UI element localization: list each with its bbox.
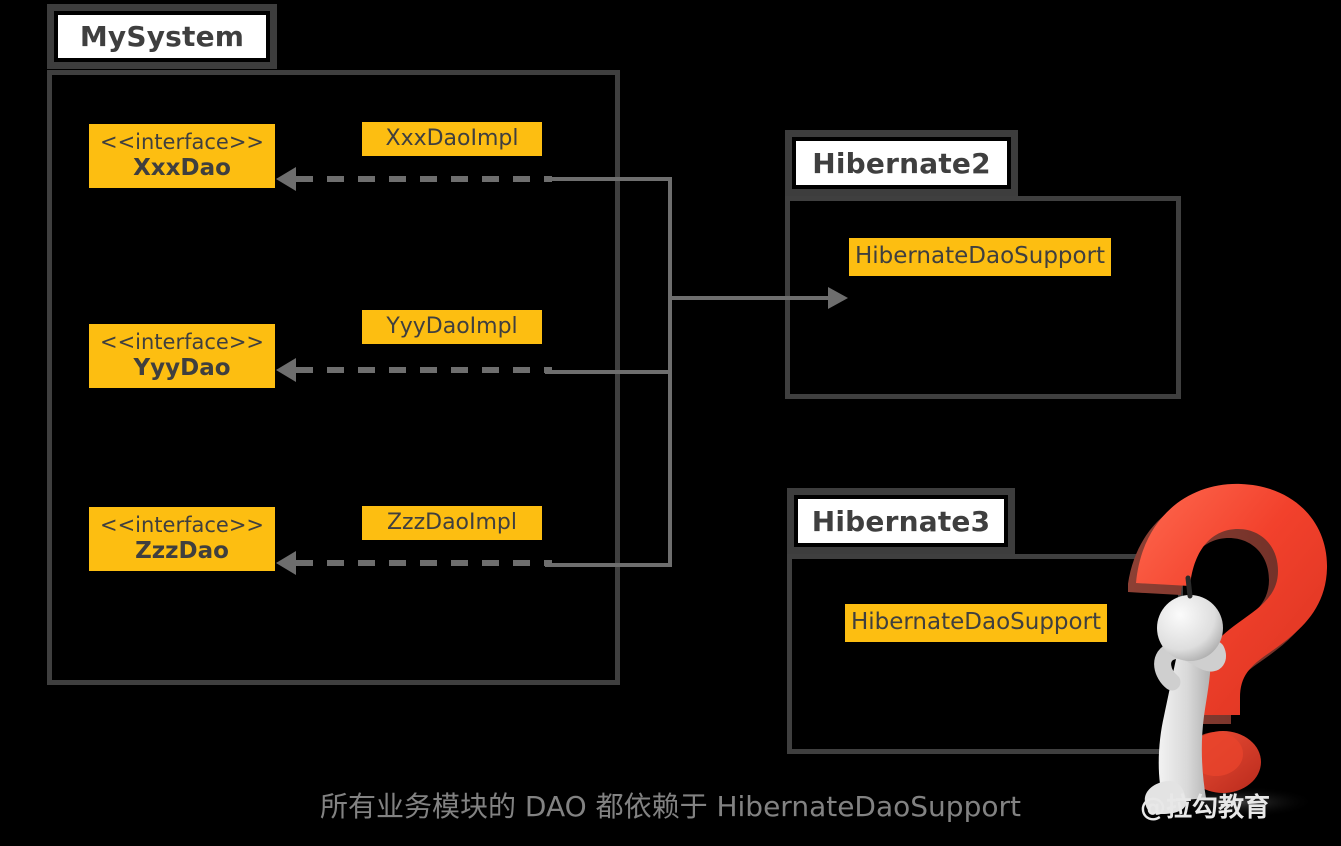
class-box-xxxdao[interactable]: <<interface>> XxxDao: [89, 124, 275, 188]
package-tab-hibernate3: Hibernate3: [787, 488, 1015, 554]
realization-arrowhead-yyy: [276, 358, 296, 382]
mascot-body: [1158, 633, 1211, 802]
class-name-label: HibernateDaoSupport: [854, 243, 1106, 270]
mascot-antenna: [1185, 575, 1193, 599]
dependency-branch-xxx: [545, 177, 672, 181]
dependency-branch-zzz: [545, 563, 672, 567]
package-body-hibernate3: [787, 554, 1183, 754]
class-name-label: HibernateDaoSupport: [850, 609, 1102, 636]
class-box-xxxdaoimpl[interactable]: XxxDaoImpl: [362, 122, 542, 156]
question-mark-glyph: [1136, 483, 1328, 715]
package-tab-inner-hibernate3: Hibernate3: [798, 499, 1004, 543]
class-name-label: ZzzDaoImpl: [386, 510, 518, 536]
class-name-label: YyyDaoImpl: [386, 314, 518, 340]
class-box-zzzdaoimpl[interactable]: ZzzDaoImpl: [362, 506, 542, 540]
package-tab-inner-mysystem: MySystem: [58, 15, 266, 58]
diagram-caption: 所有业务模块的 DAO 都依赖于 HibernateDaoSupport: [320, 790, 1021, 823]
mascot-foot: [1144, 780, 1187, 814]
stereotype-label: <<interface>>: [99, 330, 265, 355]
realization-dashline-yyy: [296, 367, 552, 373]
class-name-label: XxxDao: [133, 154, 231, 181]
class-name-label: YyyDao: [133, 354, 231, 381]
package-tab-hibernate2: Hibernate2: [785, 130, 1018, 196]
question-mark-mascot-illustration: [1128, 483, 1328, 818]
package-title-hibernate2: Hibernate2: [812, 146, 991, 180]
package-title-hibernate3: Hibernate3: [811, 504, 991, 538]
dependency-bus-vertical: [668, 177, 672, 567]
dependency-arrowhead-hibernate2: [828, 287, 848, 309]
package-title-mysystem: MySystem: [79, 20, 245, 53]
class-box-yyydao[interactable]: <<interface>> YyyDao: [89, 324, 275, 388]
realization-arrowhead-zzz: [276, 551, 296, 575]
class-box-hibernatedaosupport-3[interactable]: HibernateDaoSupport: [845, 604, 1107, 642]
stereotype-label: <<interface>>: [99, 130, 265, 155]
package-tab-mysystem: MySystem: [47, 4, 277, 69]
dependency-branch-yyy: [545, 370, 672, 374]
class-name-label: ZzzDao: [135, 537, 229, 564]
class-box-hibernatedaosupport-2[interactable]: HibernateDaoSupport: [849, 238, 1111, 276]
realization-dashline-xxx: [296, 176, 552, 182]
class-box-zzzdao[interactable]: <<interface>> ZzzDao: [89, 507, 275, 571]
mascot-head: [1157, 595, 1223, 661]
question-mark-dot-highlight: [1189, 732, 1243, 776]
dependency-trunk-horizontal: [668, 296, 828, 300]
stereotype-label: <<interface>>: [99, 513, 265, 538]
package-body-hibernate2: [785, 196, 1181, 399]
watermark-label: @拉勾教育: [1140, 793, 1271, 823]
class-name-label: XxxDaoImpl: [385, 126, 519, 152]
realization-arrowhead-xxx: [276, 167, 296, 191]
realization-dashline-zzz: [296, 560, 552, 566]
class-box-yyydaoimpl[interactable]: YyyDaoImpl: [362, 310, 542, 344]
package-tab-inner-hibernate2: Hibernate2: [796, 141, 1007, 185]
